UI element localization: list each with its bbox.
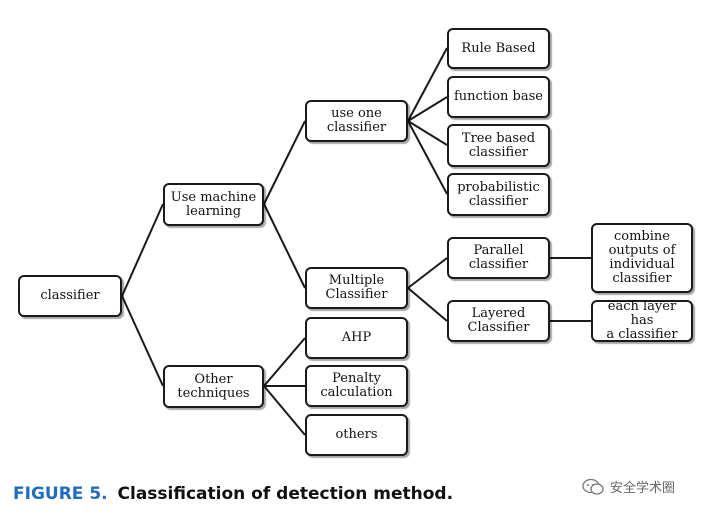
edge-ml-useone xyxy=(263,120,306,205)
connector-lines xyxy=(121,47,591,436)
node-tree-based-classifier: Tree based classifier xyxy=(447,124,550,167)
node-label: Parallel classifier xyxy=(468,243,529,272)
edge-multiple-layered xyxy=(407,287,448,322)
node-label: function base xyxy=(454,89,543,104)
edge-useone-prob xyxy=(407,120,448,195)
node-ahp: AHP xyxy=(305,317,408,359)
node-use-machine-learning: Use machine learning xyxy=(163,183,264,226)
node-classifier: classifier xyxy=(18,275,122,317)
node-function-base: function base xyxy=(447,76,550,118)
chat-bubble-icon xyxy=(582,478,604,495)
node-rule-based: Rule Based xyxy=(447,28,550,69)
node-label: Tree based classifier xyxy=(461,130,536,160)
edge-ml-multiple xyxy=(263,203,306,289)
watermark-text: 安全学术圈 xyxy=(610,481,676,496)
watermark: 安全学术圈 xyxy=(582,477,675,496)
edge-multiple-parallel xyxy=(407,257,448,289)
node-others: others xyxy=(305,414,408,456)
classification-diagram: classifier Use machine learning Other te… xyxy=(18,28,693,456)
node-multiple-classifier: Multiple Classifier xyxy=(305,267,408,309)
edge-root-ml xyxy=(121,203,164,297)
node-label: Multiple Classifier xyxy=(325,273,388,302)
node-parallel-classifier: Parallel classifier xyxy=(447,237,550,279)
node-label: Layered Classifier xyxy=(467,306,530,335)
node-each-layer: each layer has a classifier xyxy=(591,300,693,342)
edge-other-others xyxy=(263,385,306,436)
node-label: Use machine learning xyxy=(170,189,257,219)
node-label: classifier xyxy=(40,288,100,303)
node-label: use one classifier xyxy=(326,106,387,135)
node-label: Other techniques xyxy=(177,371,250,401)
node-label: probabilistic classifier xyxy=(457,179,540,209)
node-combine-outputs: combine outputs of individual classifier xyxy=(591,223,693,293)
node-layered-classifier: Layered Classifier xyxy=(447,300,550,342)
node-penalty-calculation: Penalty calculation xyxy=(305,365,408,407)
figure-label: FIGURE 5. xyxy=(13,484,108,504)
node-other-techniques: Other techniques xyxy=(163,365,264,408)
figure-title: Classification of detection method. xyxy=(117,484,454,504)
node-use-one-classifier: use one classifier xyxy=(305,100,408,142)
node-label: Penalty calculation xyxy=(320,371,393,400)
edge-other-ahp xyxy=(263,337,306,387)
node-label: others xyxy=(335,427,378,442)
node-probabilistic-classifier: probabilistic classifier xyxy=(447,173,550,216)
edge-useone-rule xyxy=(407,47,448,122)
figure-caption: FIGURE 5. Classification of detection me… xyxy=(13,484,453,504)
edge-useone-function xyxy=(407,96,448,122)
edge-root-other xyxy=(121,295,164,387)
node-label: each layer has a classifier xyxy=(606,299,678,342)
node-label: combine outputs of individual classifier xyxy=(608,229,676,286)
edge-useone-tree xyxy=(407,120,448,146)
node-label: Rule Based xyxy=(461,40,536,56)
node-label: AHP xyxy=(341,330,372,345)
